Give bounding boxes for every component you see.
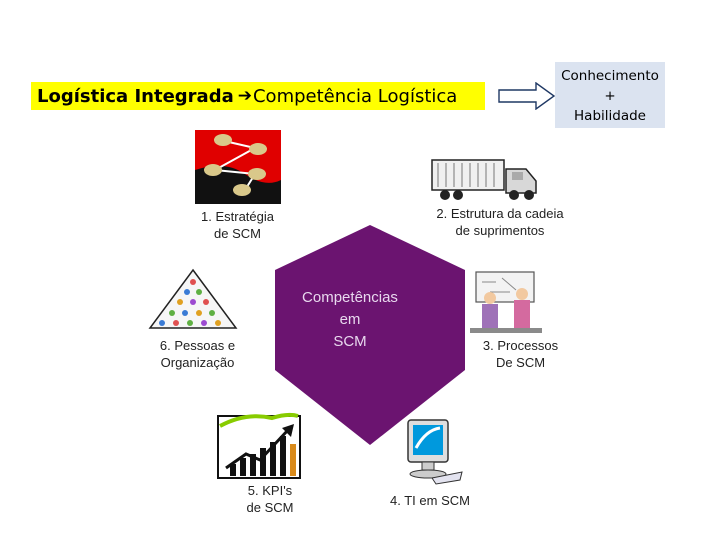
item-6-line-1: 6. Pessoas e: [159, 338, 236, 353]
knowledge-line-3: Habilidade: [574, 108, 646, 124]
people-pyramid-icon: [148, 268, 238, 329]
item-3-label: 3. Processos De SCM: [463, 337, 578, 371]
right-arrow-icon: ➔: [237, 86, 252, 106]
title-banner: Logística Integrada ➔ Competência Logíst…: [31, 82, 485, 110]
center-line-3: SCM: [333, 333, 367, 350]
item-3-line-1: 3. Processos: [482, 338, 559, 353]
computer-monitor-icon: [407, 419, 463, 485]
process-meeting-icon: [470, 271, 542, 333]
strategy-map-icon: [195, 130, 281, 204]
item-1-line-2: de SCM: [214, 226, 261, 241]
item-1-label: 1. Estratégia de SCM: [170, 208, 305, 242]
knowledge-box: Conhecimento + Habilidade: [555, 62, 665, 128]
knowledge-line-1: Conhecimento: [561, 68, 659, 84]
growth-chart-icon: [217, 412, 301, 479]
item-6-label: 6. Pessoas e Organização: [140, 337, 255, 371]
item-5-line-1: 5. KPI's: [247, 483, 293, 498]
item-3-line-2: De SCM: [495, 355, 546, 370]
knowledge-line-2: +: [604, 88, 616, 104]
center-label: Competências em SCM: [285, 287, 415, 353]
item-6-line-2: Organização: [160, 355, 235, 370]
item-2-label: 2. Estrutura da cadeia de suprimentos: [420, 205, 580, 239]
item-1-line-1: 1. Estratégia: [201, 209, 274, 224]
title-rest: Competência Logística: [252, 85, 458, 107]
block-arrow-icon: [498, 82, 556, 110]
center-line-1: Competências: [302, 289, 398, 306]
item-2-line-1: 2. Estrutura da cadeia: [436, 206, 564, 221]
item-4-line-1: 4. TI em SCM: [390, 493, 470, 508]
item-5-line-2: de SCM: [246, 500, 294, 515]
item-4-label: 4. TI em SCM: [375, 492, 485, 509]
item-5-label: 5. KPI's de SCM: [220, 482, 320, 516]
title-bold: Logística Integrada: [37, 85, 234, 107]
item-2-line-2: de suprimentos: [455, 223, 545, 238]
truck-icon: [431, 159, 537, 200]
center-line-2: em: [339, 311, 361, 328]
